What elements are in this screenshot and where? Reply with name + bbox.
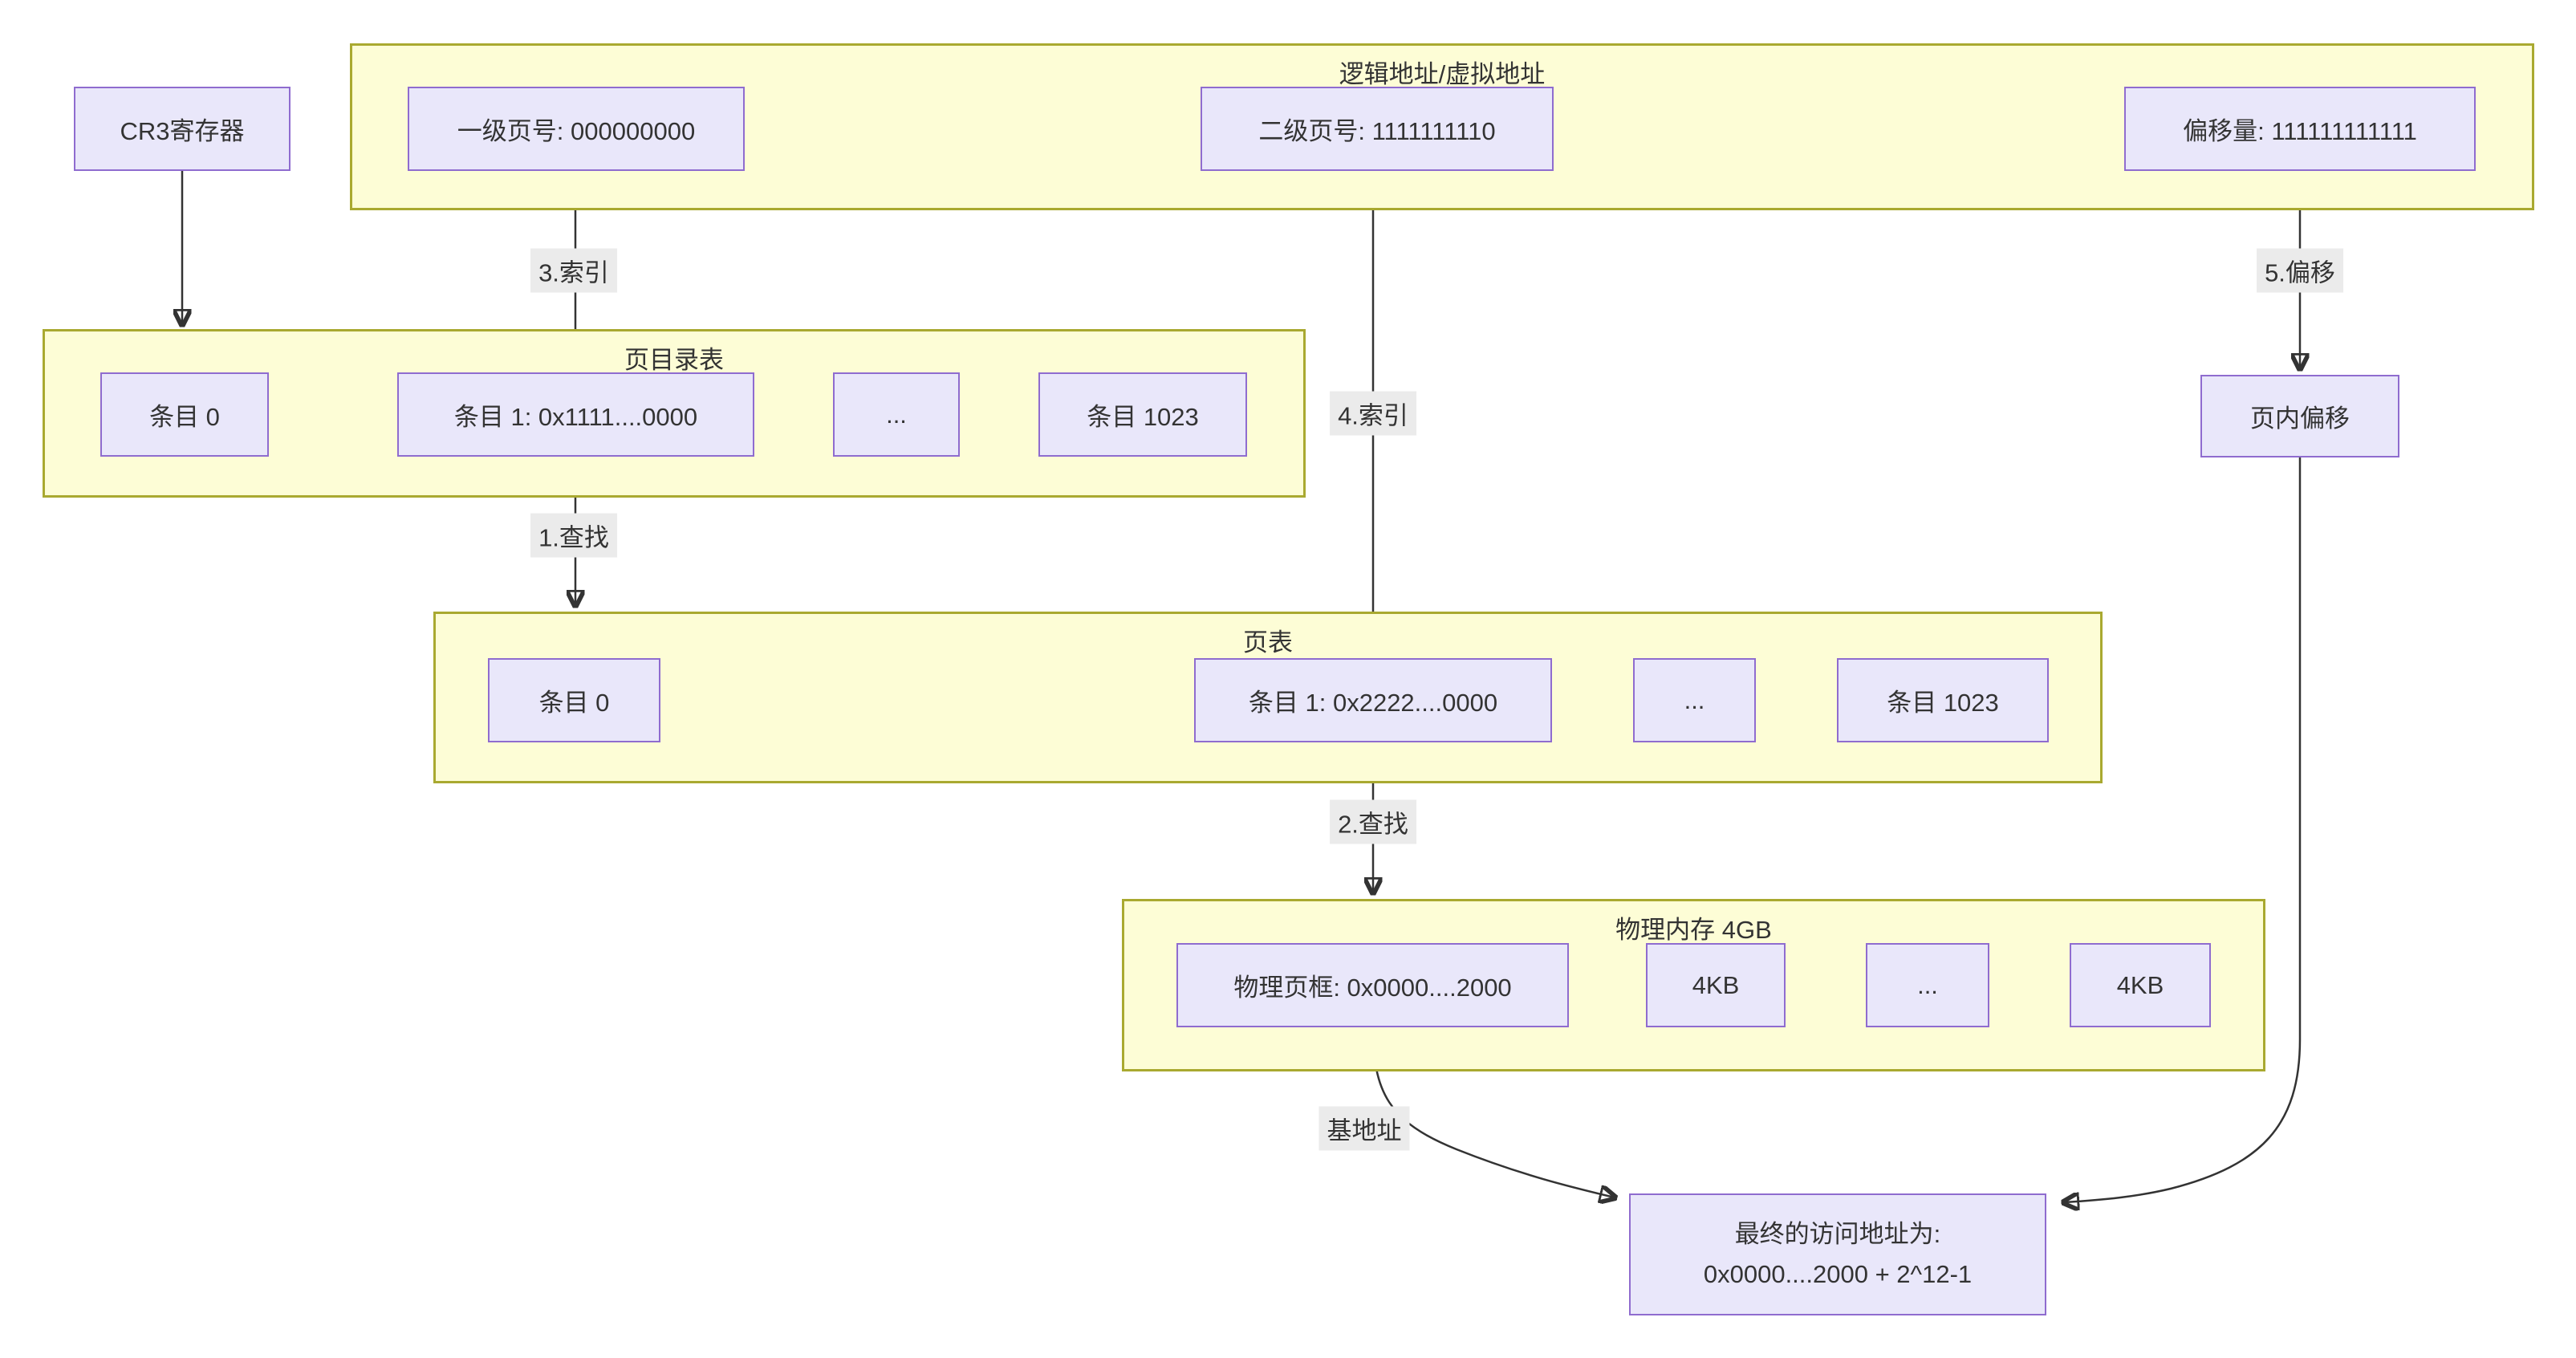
- physical-memory-ellipsis: ...: [1866, 943, 1989, 1027]
- page-offset-label: 页内偏移: [2250, 405, 2350, 433]
- page-table-entry-1023: 条目 1023: [1837, 658, 2049, 742]
- physical-frame-node: 物理页框: 0x0000....2000: [1176, 943, 1569, 1027]
- entry-label: 4KB: [2116, 970, 2164, 999]
- entry-label: 条目 1023: [1887, 689, 1999, 717]
- page-directory-entry-1: 条目 1: 0x1111....0000: [397, 372, 754, 457]
- entry-label: ...: [886, 400, 907, 429]
- page-directory-title: 页目录表: [624, 346, 724, 374]
- page-table-entry-0: 条目 0: [488, 658, 660, 742]
- physical-memory-4kb-1: 4KB: [1646, 943, 1786, 1027]
- edge-page-offset-to-final: [2064, 457, 2302, 1202]
- flow-label-offset5: 5.偏移: [2257, 248, 2343, 293]
- offset-field-node: 偏移量: 111111111111: [2124, 87, 2476, 171]
- entry-label: 4KB: [1692, 970, 1740, 999]
- level1-page-number-node: 一级页号: 000000000: [408, 87, 745, 171]
- page-directory-entry-0: 条目 0: [100, 372, 269, 457]
- cr3-register-node: CR3寄存器: [74, 87, 291, 171]
- page-directory-entry-1023: 条目 1023: [1038, 372, 1247, 457]
- page-offset-node: 页内偏移: [2200, 375, 2399, 457]
- level2-page-number-label: 二级页号: 1111111110: [1258, 117, 1496, 145]
- final-address-node: 最终的访问地址为: 0x0000....2000 + 2^12-1: [1629, 1193, 2046, 1315]
- page-table-title: 页表: [1243, 628, 1293, 657]
- flow-label-base-address: 基地址: [1318, 1106, 1410, 1151]
- final-address-line2: 0x0000....2000 + 2^12-1: [1703, 1260, 1973, 1288]
- physical-memory-4kb-2: 4KB: [2070, 943, 2211, 1027]
- entry-label: 条目 1023: [1087, 403, 1199, 431]
- logical-address-title: 逻辑地址/虚拟地址: [1339, 60, 1546, 88]
- level1-page-number-label: 一级页号: 000000000: [457, 117, 696, 145]
- offset-field-label: 偏移量: 111111111111: [2183, 117, 2417, 145]
- page-directory-entry-ellipsis: ...: [833, 372, 960, 457]
- entry-label: 条目 0: [538, 689, 610, 717]
- entry-label: ...: [1917, 970, 1938, 999]
- cr3-register-label: CR3寄存器: [120, 117, 245, 145]
- entry-label: 条目 1: 0x2222....0000: [1248, 689, 1498, 717]
- flow-label-index4: 4.索引: [1330, 391, 1416, 436]
- entry-label: ...: [1684, 685, 1705, 714]
- page-table-entry-ellipsis: ...: [1633, 658, 1756, 742]
- level2-page-number-node: 二级页号: 1111111110: [1201, 87, 1554, 171]
- final-address-line1: 最终的访问地址为:: [1734, 1220, 1941, 1249]
- flow-label-lookup2: 2.查找: [1330, 799, 1416, 844]
- entry-label: 条目 1: 0x1111....0000: [453, 403, 698, 431]
- page-table-entry-1: 条目 1: 0x2222....0000: [1194, 658, 1552, 742]
- flow-label-index3: 3.索引: [530, 248, 617, 293]
- physical-memory-title: 物理内存 4GB: [1615, 916, 1772, 944]
- entry-label: 物理页框: 0x0000....2000: [1233, 974, 1512, 1002]
- entry-label: 条目 0: [149, 403, 220, 431]
- flow-label-lookup1: 1.查找: [530, 513, 617, 558]
